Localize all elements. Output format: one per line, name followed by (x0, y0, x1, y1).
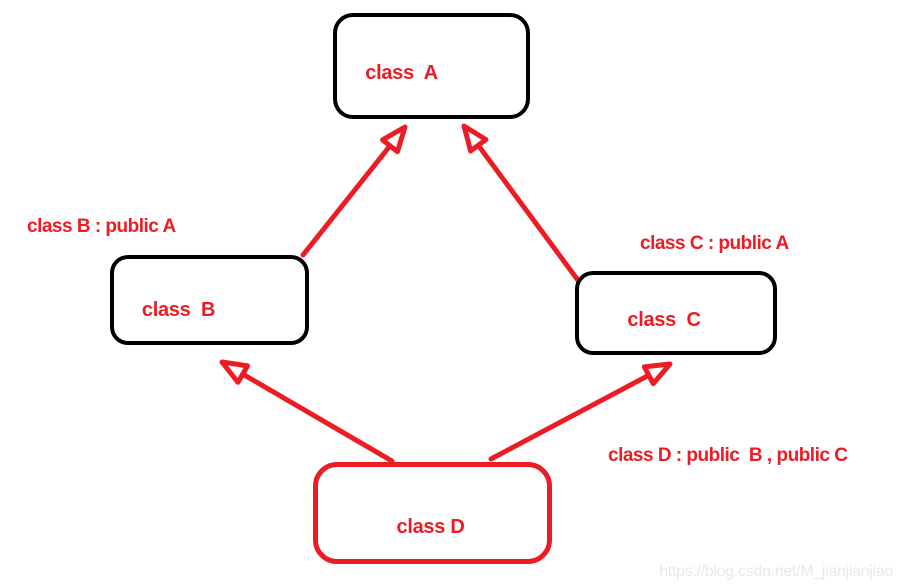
class-node-b-label: class B (141, 298, 216, 321)
inheritance-arrowhead-d-to-b (219, 359, 251, 385)
inheritance-arrow-shaft-c-to-a (475, 142, 583, 286)
inheritance-annotation-c: class C : public A (640, 233, 789, 254)
class-node-b: class B (110, 255, 309, 345)
inheritance-arrowhead-d-to-c (641, 361, 673, 387)
class-node-c-label: class C (627, 308, 701, 331)
class-node-d-label: class D (396, 515, 465, 538)
class-node-c: class C (575, 271, 777, 355)
inheritance-arrowhead-c-to-a (461, 123, 489, 154)
watermark-url: https://blog.csdn.net/M_jianjianjiao (659, 563, 893, 580)
class-node-d: class D (313, 462, 552, 564)
inheritance-arrowhead-b-to-a (380, 124, 408, 155)
inheritance-arrow-shaft-d-to-b (240, 371, 395, 464)
inheritance-arrow-shaft-d-to-c (488, 372, 652, 462)
inheritance-arrow-shaft-b-to-a (300, 143, 393, 258)
class-node-a: class A (333, 13, 530, 119)
class-node-a-label: class A (365, 61, 438, 84)
inheritance-annotation-d: class D : public B , public C (608, 445, 848, 466)
inheritance-annotation-b: class B : public A (27, 216, 176, 237)
